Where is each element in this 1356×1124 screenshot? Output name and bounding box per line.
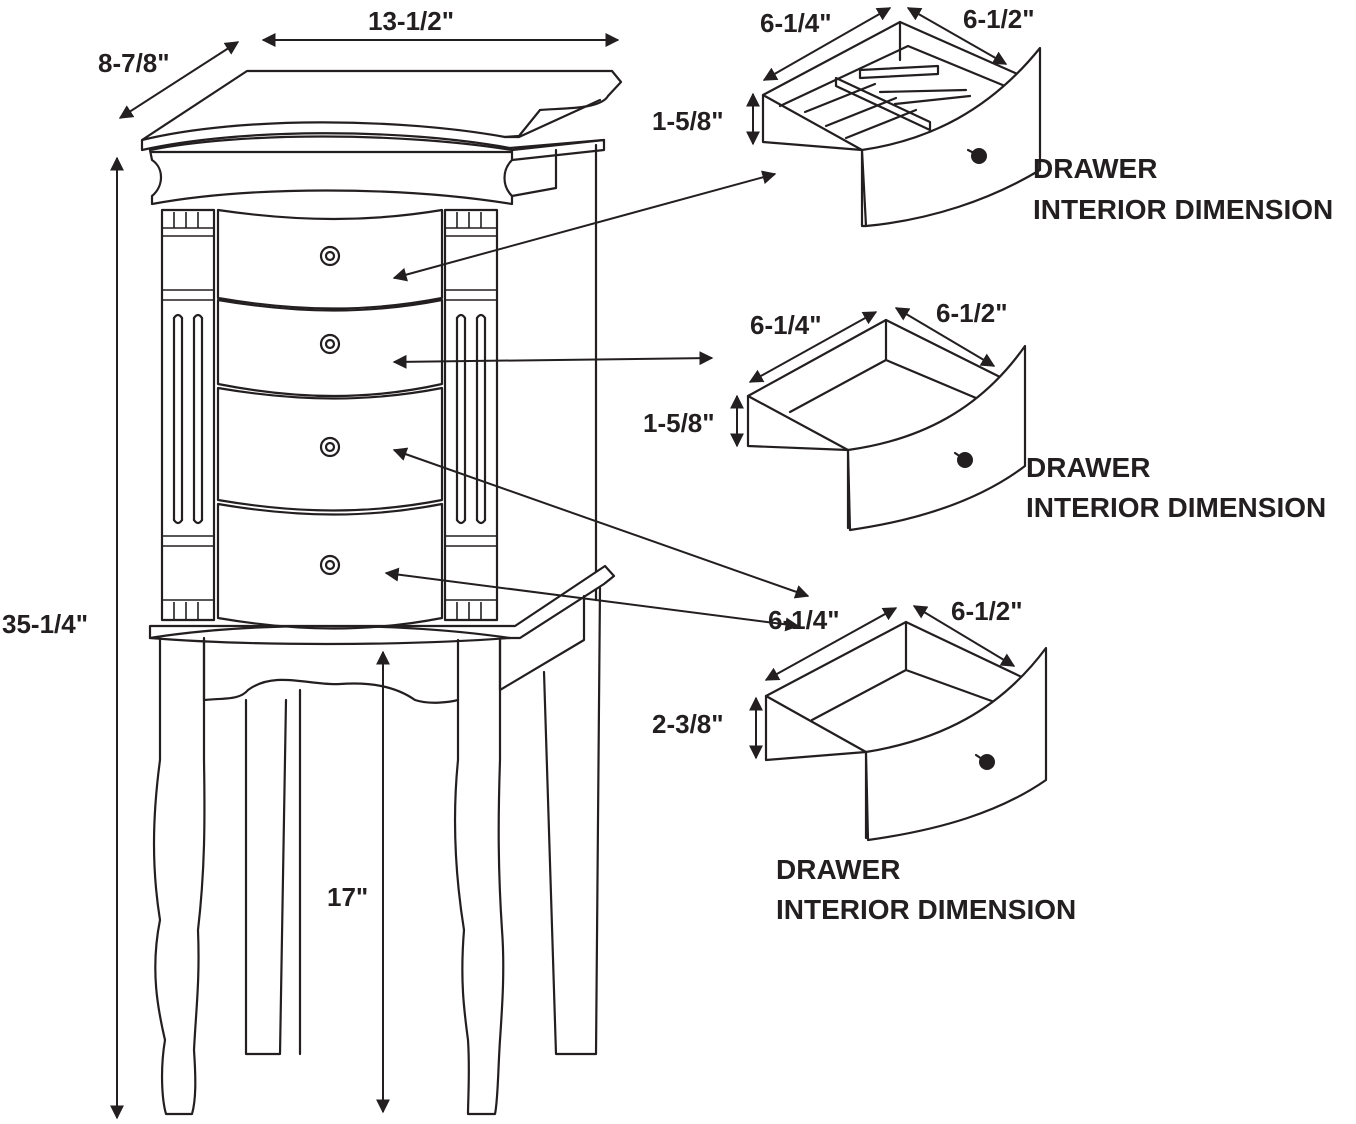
drawer-1-depth-label: 6-1/4": [760, 8, 832, 38]
depth-dimension-arrow: [118, 41, 240, 119]
drawer-knob-1: [319, 245, 341, 267]
drawer-1-caption-line-1: DRAWER: [1033, 153, 1158, 184]
drawer-1-leader-arrow: [392, 170, 777, 282]
drawer-3-depth-label: 6-1/4": [768, 605, 840, 635]
drawer-2-width-arrow: [894, 307, 996, 367]
drawer-knob-2: [319, 333, 341, 355]
drawer-2-height-label: 1-5/8": [643, 408, 715, 438]
drawer-detail-2: [746, 318, 1027, 532]
drawer-1-height-label: 1-5/8": [652, 106, 724, 136]
drawer-2-depth-arrow: [748, 311, 878, 383]
drawer-knob-4: [319, 554, 341, 576]
drawer-2-caption-line-1: DRAWER: [1026, 452, 1151, 483]
drawer-2-width-label: 6-1/2": [936, 298, 1008, 328]
drawer-1-width-label: 6-1/2": [963, 4, 1035, 34]
armoire-illustration: [140, 69, 623, 1116]
drawer-3-height-label: 2-3/8": [652, 709, 724, 739]
drawer-1-depth-arrow: [762, 7, 892, 81]
overall-height-label: 35-1/4": [2, 609, 89, 639]
drawer-knob-3: [319, 436, 341, 458]
drawer-detail-1: [761, 20, 1042, 228]
drawer-3-caption-line-2: INTERIOR DIMENSION: [776, 894, 1077, 925]
overall-depth-label: 8-7/8": [98, 48, 170, 78]
drawer-3-width-label: 6-1/2": [951, 596, 1023, 626]
drawer-1-width-arrow: [906, 7, 1008, 65]
drawer-3-width-arrow: [912, 605, 1016, 667]
drawer-1-caption-line-2: INTERIOR DIMENSION: [1033, 194, 1334, 225]
leg-height-label: 17": [327, 882, 369, 912]
drawer-2-leader-arrow: [392, 351, 714, 369]
overall-width-label: 13-1/2": [368, 6, 455, 36]
drawer-2-caption-line-2: INTERIOR DIMENSION: [1026, 492, 1327, 523]
drawer-2-depth-label: 6-1/4": [750, 310, 822, 340]
drawer-3-caption-line-1: DRAWER: [776, 854, 901, 885]
drawer-4-leader-arrow: [384, 567, 800, 632]
drawer-3-depth-arrow: [764, 607, 898, 681]
drawer-detail-3: [764, 620, 1048, 842]
